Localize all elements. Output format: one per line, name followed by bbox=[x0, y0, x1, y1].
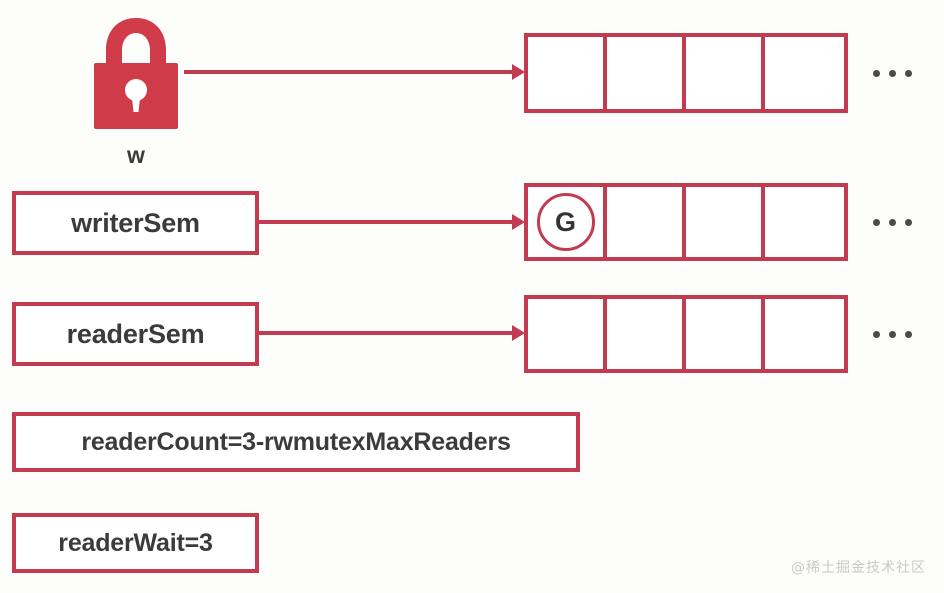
ellipsis-dot bbox=[873, 219, 880, 226]
readerWait-box[interactable]: readerWait=3 bbox=[12, 513, 259, 573]
queue-cell[interactable] bbox=[686, 299, 766, 369]
ellipsis-dot bbox=[889, 70, 896, 77]
arrow-head-w bbox=[512, 64, 525, 80]
goroutine-token[interactable]: G bbox=[536, 193, 595, 251]
ellipsis-dot bbox=[873, 331, 880, 338]
queue-cell[interactable] bbox=[528, 299, 608, 369]
queue-cell-occupied[interactable]: G bbox=[528, 187, 608, 257]
arrow-line-writersem bbox=[259, 220, 514, 224]
readerCount-box[interactable]: readerCount=3-rwmutexMaxReaders bbox=[12, 412, 580, 472]
ellipsis-dot bbox=[873, 70, 880, 77]
writerSem-label-box[interactable]: writerSem bbox=[12, 191, 259, 255]
queue-cell[interactable] bbox=[765, 37, 844, 109]
queue-writersem: G bbox=[524, 183, 848, 261]
readerSem-label-box[interactable]: readerSem bbox=[12, 302, 259, 366]
queue-readersem bbox=[524, 295, 848, 373]
ellipsis-dot bbox=[905, 70, 912, 77]
arrow-head-writersem bbox=[512, 214, 525, 230]
ellipsis-dot bbox=[889, 331, 896, 338]
watermark: @稀土掘金技术社区 bbox=[791, 560, 926, 576]
ellipsis-dot bbox=[889, 219, 896, 226]
queue-cell[interactable] bbox=[528, 37, 608, 109]
ellipsis-dot bbox=[905, 219, 912, 226]
lock-caption-label: w bbox=[126, 142, 146, 168]
queue-cell[interactable] bbox=[607, 37, 687, 109]
queue-cell[interactable] bbox=[765, 187, 844, 257]
ellipsis-dot bbox=[905, 331, 912, 338]
arrow-head-readersem bbox=[512, 325, 525, 341]
queue-cell[interactable] bbox=[686, 37, 766, 109]
queue-ellipsis-readersem bbox=[873, 331, 912, 338]
queue-ellipsis-w bbox=[873, 70, 912, 77]
queue-ellipsis-writersem bbox=[873, 219, 912, 226]
queue-cell[interactable] bbox=[607, 299, 687, 369]
queue-w bbox=[524, 33, 848, 113]
padlock-icon bbox=[88, 12, 184, 130]
queue-cell[interactable] bbox=[686, 187, 766, 257]
arrow-line-w bbox=[184, 70, 514, 74]
queue-cell[interactable] bbox=[607, 187, 687, 257]
arrow-line-readersem bbox=[259, 331, 514, 335]
queue-cell[interactable] bbox=[765, 299, 844, 369]
